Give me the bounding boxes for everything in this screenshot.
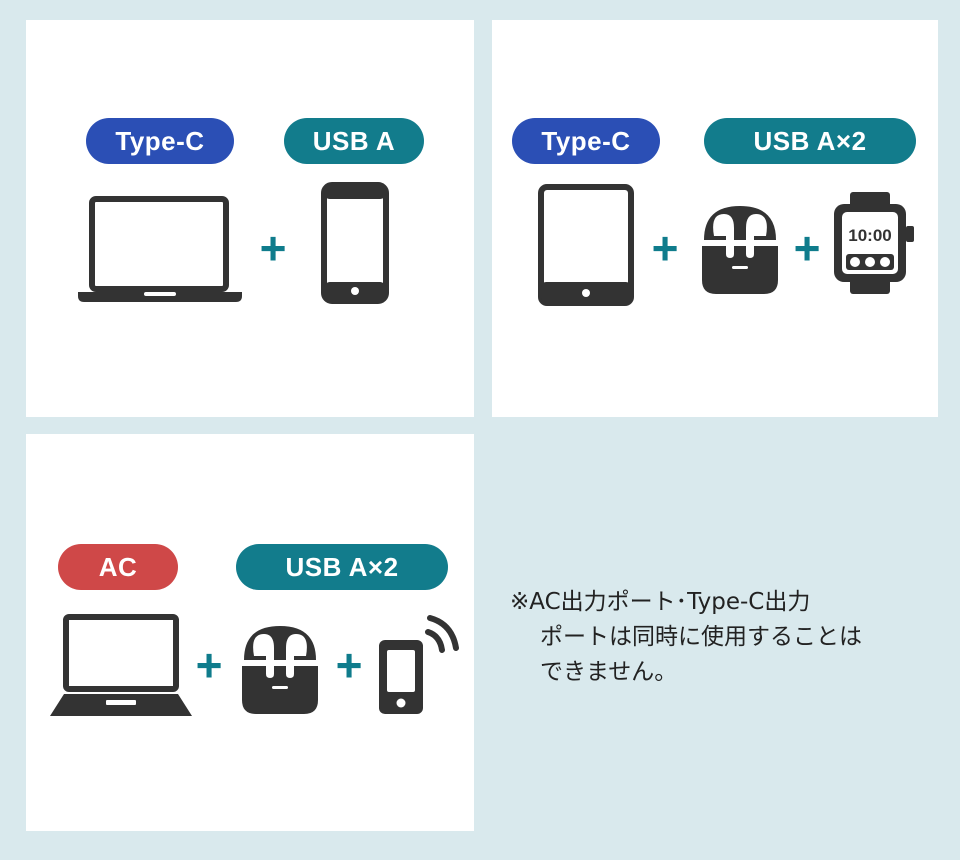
ac-badge: AC [58,544,178,590]
smartwatch-icon [834,192,914,294]
note-line-2: ポートは同時に使用することは [540,624,862,650]
usb-a-badge: USB A [284,118,424,164]
usb-a-x2-badge: USB A×2 [704,118,916,164]
laptop-icon [78,196,242,302]
earbuds-case-icon [702,206,778,294]
tablet-icon [538,184,634,306]
plus-sign: + [793,222,821,274]
plus-sign: + [259,222,287,274]
watch-time: 10:00 [848,226,892,245]
usb-a-x2-badge: USB A×2 [236,544,448,590]
panel-typec-usba2: Type-C USB A×2 + + 10:00 [492,20,938,417]
panel-typec-usba: Type-C USB A + [26,20,474,417]
plus-sign: + [651,222,679,274]
earbuds-case-icon [242,626,318,714]
plus-sign: + [195,639,223,691]
note-line-3: できません。 [540,659,678,685]
panel-ac-usba2: AC USB A×2 + + [26,434,474,831]
laptop-icon [50,614,192,716]
note-line-1: ※AC出力ポート･Type-C出力 [510,589,811,615]
wireless-phone-icon [379,615,459,714]
usage-note: ※AC出力ポート･Type-C出力 ポートは同時に使用することは できません。 [510,585,930,690]
smartphone-icon [321,182,389,304]
type-c-badge: Type-C [512,118,660,164]
plus-sign: + [335,639,363,691]
type-c-badge: Type-C [86,118,234,164]
